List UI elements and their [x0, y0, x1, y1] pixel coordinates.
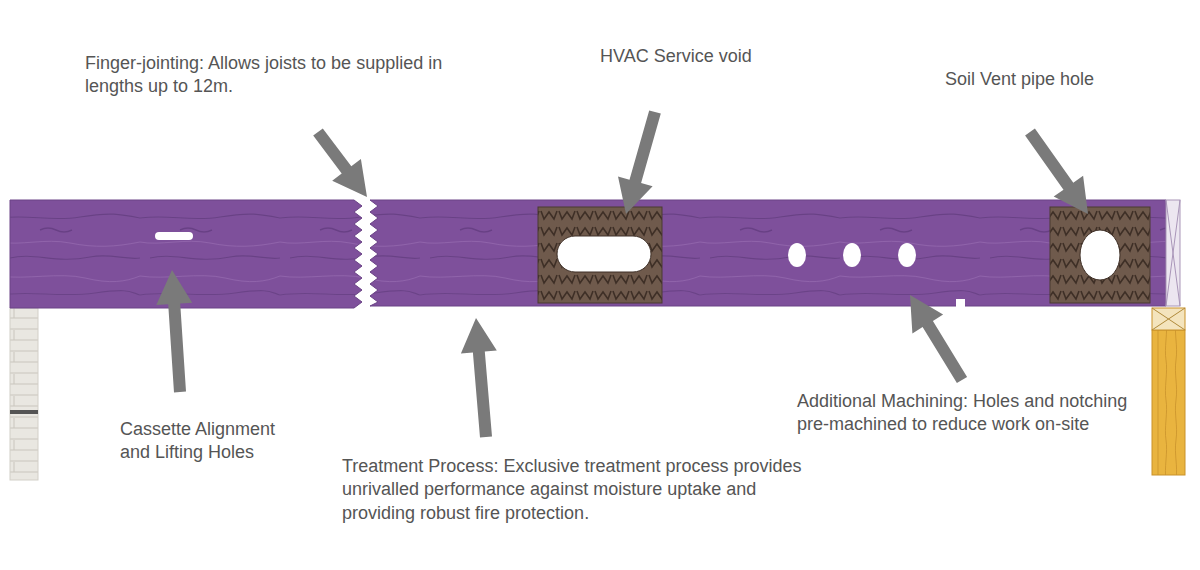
callout-label: Soil Vent pipe hole: [945, 68, 1175, 91]
service-holes: [788, 243, 916, 267]
callout-label: Cassette Alignment and Lifting Holes: [120, 418, 305, 465]
callout-label: Finger-jointing: Allows joists to be sup…: [85, 52, 485, 99]
masonry-support: [10, 308, 38, 480]
timber-post: [1152, 308, 1185, 475]
callout-arrow: [313, 128, 367, 197]
callout-arrow: [910, 295, 967, 383]
lifting-slot: [155, 232, 193, 240]
joist-segment: [370, 200, 1166, 306]
callout-arrow: [618, 110, 661, 214]
rim-end: [1166, 200, 1180, 306]
hvac-void: [538, 207, 662, 303]
callout-label: Treatment Process: Exclusive treatment p…: [342, 455, 812, 525]
callout-arrow: [156, 270, 192, 392]
callout-label: Additional Machining: Holes and notching…: [797, 390, 1149, 437]
svp-hole: [1050, 207, 1150, 303]
callout-label: HVAC Service void: [600, 45, 820, 68]
callout-arrow: [1025, 129, 1088, 215]
callout-arrows: [156, 110, 1088, 437]
callout-arrow: [461, 318, 497, 438]
notch: [956, 299, 965, 307]
joist-segment: [10, 200, 362, 308]
